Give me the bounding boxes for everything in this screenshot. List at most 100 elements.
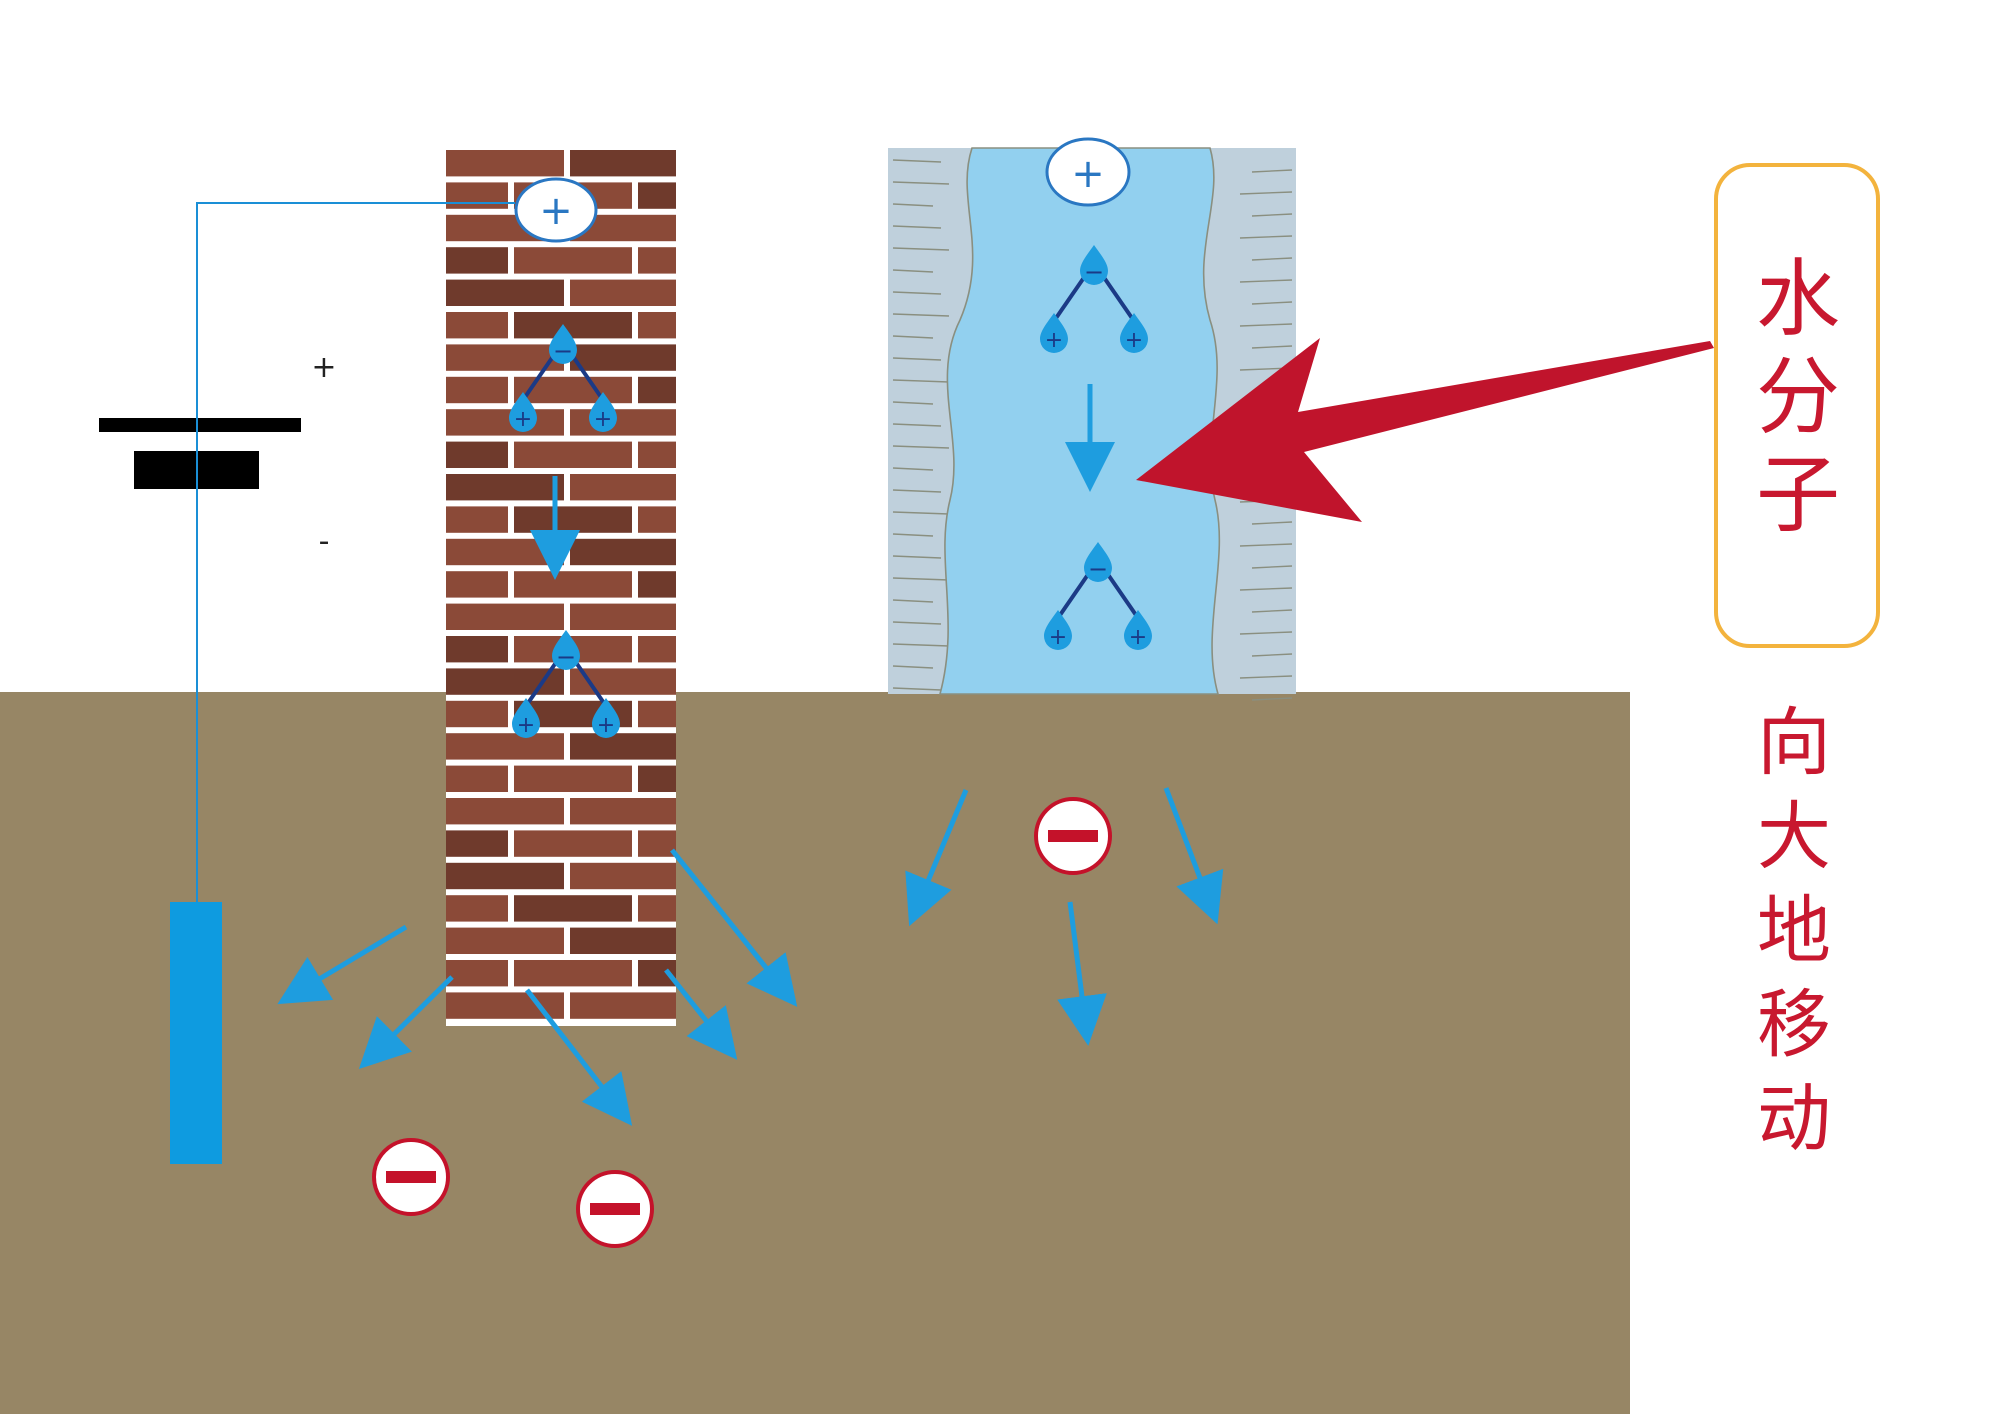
brick [638,895,676,922]
brick [514,830,632,857]
svg-text:+: + [539,188,573,234]
brick [638,830,676,857]
brick [638,636,676,663]
brick [570,150,676,177]
brick [570,474,676,501]
brick [638,506,676,533]
ground-electrode [170,902,222,1164]
brick [570,862,676,890]
oxygen-charge: − [1088,555,1108,583]
brick [446,150,564,177]
caption-char: 大 [1757,794,1831,880]
soil-arrow [664,968,738,1060]
brick [446,700,508,728]
callout-arrow [1136,338,1714,522]
battery-long-plate [99,418,301,432]
battery: + - [99,350,337,559]
oxygen-charge: − [556,643,576,671]
callout-label-char: 分 [1756,348,1840,446]
brick [446,636,508,663]
brick [446,474,564,501]
brick [446,927,564,954]
hydrogen-charge: + [514,407,532,432]
brick [570,798,676,825]
soil-arrow [277,924,408,1005]
brick [446,668,564,695]
brick [638,765,676,792]
brick [446,830,508,857]
brick [514,960,632,987]
hydrogen-charge: + [1129,625,1147,650]
brick [514,571,632,598]
brick [638,571,676,598]
brick [446,603,564,630]
brick [514,441,632,468]
brick [638,700,676,728]
brick [638,182,676,209]
svg-text:+: + [1071,151,1105,197]
brick [446,409,564,436]
brick [638,376,676,404]
water-molecule: − + + [1044,542,1152,650]
brick [570,538,676,566]
soil-arrows [277,787,1224,1126]
brick [446,312,508,339]
water-molecule: −++ [512,630,620,738]
soil-arrow [358,975,454,1070]
brick [514,765,632,792]
water-molecule: −++ [509,324,617,432]
hydrogen-charge: + [597,713,615,738]
brick [570,409,676,436]
brick [570,668,676,695]
brick [514,895,632,922]
negative-ion-icon [576,1170,654,1248]
brick [446,538,564,566]
soil-arrow [670,848,798,1007]
positive-ion-brick: + [514,177,598,243]
brick [570,344,676,371]
brick [638,247,676,274]
brick [446,376,508,404]
hydrogen-charge: + [1125,328,1143,353]
callout-label-char: 子 [1756,446,1840,544]
caption-char: 向 [1757,700,1831,786]
soil-arrow [525,988,633,1126]
negative-ion-icon [1034,797,1112,875]
brick [446,960,508,987]
brick [446,182,508,209]
brick [570,992,676,1019]
caption-char: 地 [1757,888,1831,974]
brick [446,441,508,468]
brick [514,312,632,339]
wire [196,202,515,905]
negative-ion-icon [372,1138,450,1216]
brick-wall [446,150,676,1026]
brick [638,312,676,339]
soil-ground [0,692,1630,1414]
battery-negative-sign: - [319,524,330,559]
battery-positive-sign: + [311,350,336,385]
water-channel [938,147,1221,695]
brick [514,506,632,533]
brick [570,733,676,760]
brick [446,895,508,922]
oxygen-charge: − [1084,258,1104,286]
oxygen-charge: − [553,337,573,365]
brick [514,247,632,274]
positive-ion-water: + [1045,137,1131,207]
brick [446,571,508,598]
caption-char: 动 [1757,1076,1831,1162]
brick [570,603,676,630]
callout-box [1714,163,1880,648]
soil-arrow [1163,787,1224,925]
soil-arrow [905,789,969,927]
hydrogen-charge: + [1045,328,1063,353]
brick [446,247,508,274]
brick [446,765,508,792]
brick [446,279,564,306]
caption-char: 移 [1757,982,1831,1068]
hydrogen-charge: + [1049,625,1067,650]
soil-arrow [1057,901,1107,1046]
brick [570,279,676,306]
